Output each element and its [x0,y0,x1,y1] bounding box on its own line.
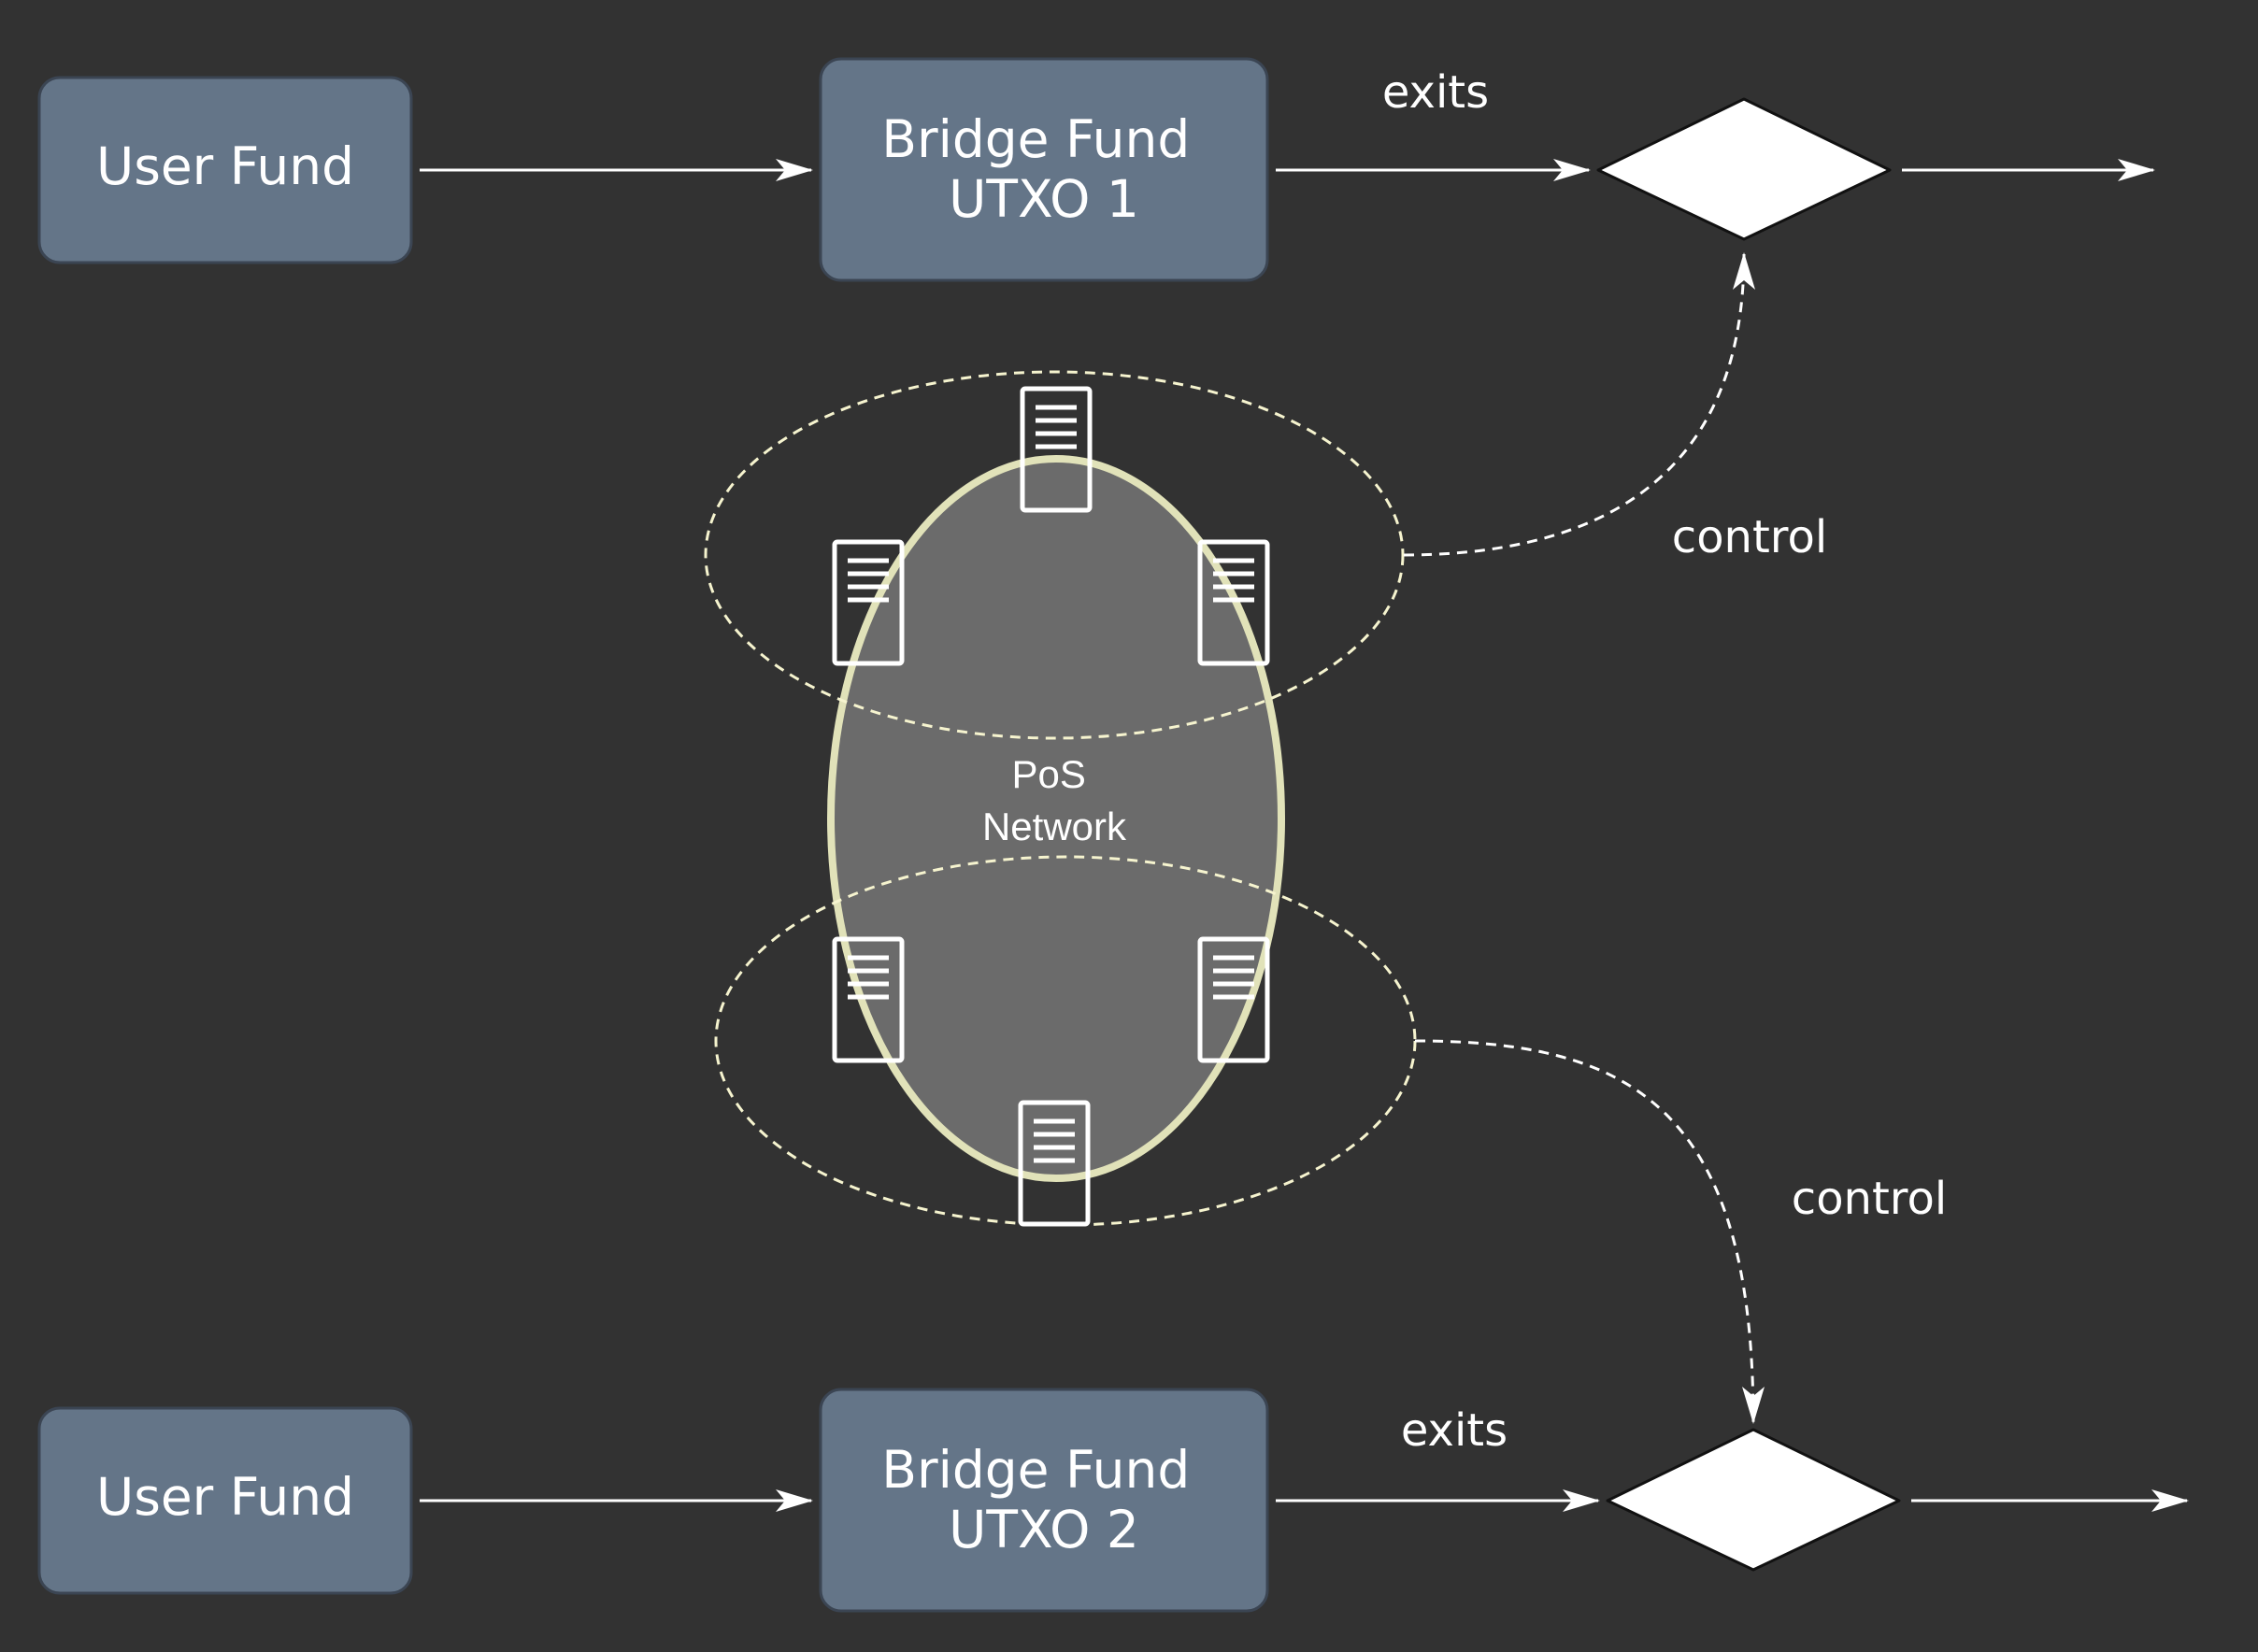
user-fund-label-top: User Fund [96,136,354,196]
pos-network-label: PoS Network [982,752,1127,848]
bridge-fund-box-bottom[interactable] [819,1388,1269,1613]
bridge-fund-utxo-top: UTXO 1 [949,169,1139,229]
control-label-bottom: control [1792,1173,1947,1225]
bridge-fund-box-top[interactable] [819,57,1269,282]
bridge-fund-utxo-bottom: UTXO 2 [949,1500,1139,1559]
pos-network-label-line2: Network [982,805,1127,848]
exits-label-top: exits [1382,66,1489,119]
bridge-fund-title-top: Bridge Fund [881,109,1190,169]
user-fund-label-bottom: User Fund [96,1467,354,1527]
control-connector-bottom [1414,1039,1765,1424]
decision-diamond-bottom[interactable] [1606,1428,1901,1572]
user-fund-box-bottom[interactable] [37,1406,413,1595]
decision-diamond-top[interactable] [1596,97,1892,241]
user-fund-box-top[interactable] [37,76,413,264]
pos-network-ellipse[interactable] [827,455,1285,1182]
validator-group-top[interactable] [704,370,1405,740]
pos-network-label-line1: PoS [1011,752,1085,796]
control-connector-top [1403,252,1755,557]
bridge-fund-label-top: Bridge Fund UTXO 1 [881,109,1207,229]
control-label-top: control [1672,511,1827,563]
bridge-fund-title-bottom: Bridge Fund [881,1440,1190,1500]
exits-label-bottom: exits [1401,1404,1508,1457]
bridge-fund-label-bottom: Bridge Fund UTXO 2 [881,1440,1207,1559]
